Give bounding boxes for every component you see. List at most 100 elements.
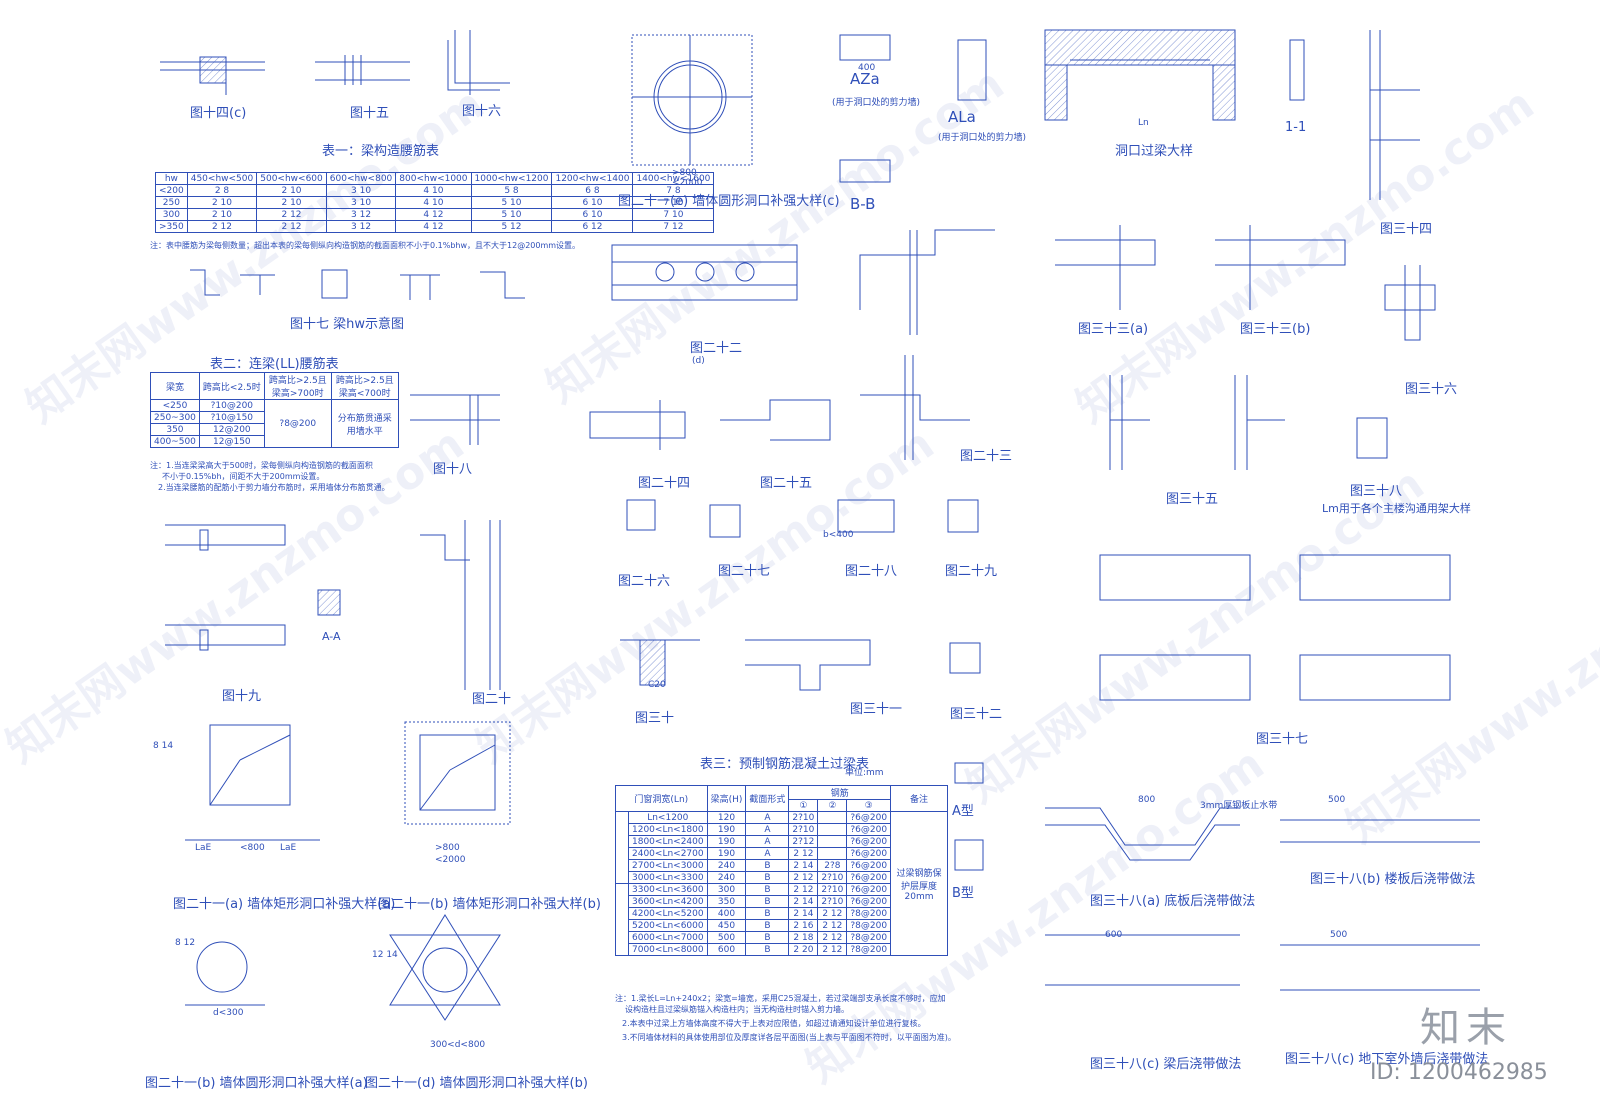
table-cell: B bbox=[745, 907, 790, 920]
table1-col: 450<hw<500 bbox=[186, 172, 258, 185]
table-cell: 190 bbox=[706, 835, 747, 848]
dim-ln: Ln bbox=[1138, 118, 1149, 128]
table-cell: 1200<Ln<1800 bbox=[628, 823, 708, 836]
table3-note: 2.本表中过梁上方墙体高度不得大于上表对应限值，如超过请通知设计单位进行复核。 bbox=[622, 1019, 926, 1028]
table1-corner: hw bbox=[155, 172, 188, 185]
label-ala-note: (用于洞口处的剪力墙) bbox=[938, 133, 1027, 143]
table-cell: ?8@200 bbox=[846, 919, 892, 932]
caption-f32: 图三十二 bbox=[950, 707, 1003, 722]
table-cell: >350 bbox=[155, 220, 188, 233]
label-ala: ALa bbox=[948, 108, 976, 126]
table3-remark: 过梁钢筋保护层厚度20mm bbox=[890, 811, 949, 956]
table-row: >350 2 12 2 12 3 12 4 12 5 12 6 12 7 12 bbox=[155, 220, 715, 233]
dim-800: 800 bbox=[1138, 795, 1156, 805]
table-cell: 2 12 bbox=[817, 907, 848, 920]
table-cell: ?10@150 bbox=[198, 411, 265, 424]
caption-f22: 图二十二 bbox=[690, 341, 743, 356]
table-cell: 6 8 bbox=[551, 184, 634, 197]
caption-f38c2: 图三十八(c) 地下室外墙后浇带做法 bbox=[1285, 1052, 1489, 1067]
dim-phi: 12 14 bbox=[372, 950, 398, 960]
table-cell: ?8@200 bbox=[846, 907, 892, 920]
table-cell: 2 10 bbox=[186, 196, 258, 209]
table-cell: ?8@200 bbox=[846, 943, 892, 956]
table-cell: ?8@200 bbox=[846, 931, 892, 944]
table-cell: 7 10 bbox=[632, 208, 715, 221]
table-cell bbox=[817, 811, 848, 824]
caption-f33a: 图三十三(a) bbox=[1078, 322, 1149, 337]
caption-f15: 图十五 bbox=[350, 106, 390, 121]
caption-f18: 图十八 bbox=[433, 462, 473, 477]
table-cell bbox=[817, 847, 848, 860]
table-cell: 2 10 bbox=[256, 196, 327, 209]
table-cell: <200 bbox=[155, 184, 188, 197]
table-cell: 2 10 bbox=[256, 184, 327, 197]
dim-800: <800 bbox=[240, 843, 265, 853]
caption-f25: 图二十五 bbox=[760, 476, 813, 491]
table-cell: Ln<1200 bbox=[628, 811, 708, 824]
label-steel: 3mm厚钢板止水带 bbox=[1200, 801, 1278, 811]
caption-f17: 图十七 梁hw示意图 bbox=[290, 317, 405, 332]
table-cell: 2 12 bbox=[788, 883, 819, 896]
table-cell: 2 16 bbox=[788, 919, 819, 932]
caption-f14c: 图十四(c) bbox=[190, 106, 247, 121]
table-cell: 4200<Ln<5200 bbox=[628, 907, 708, 920]
label-aza: AZa bbox=[850, 70, 880, 88]
label-a-type: A型 bbox=[952, 804, 974, 819]
table-cell: 4 10 bbox=[395, 196, 472, 209]
table-cell: 5 8 bbox=[470, 184, 553, 197]
table-cell: 5 10 bbox=[470, 208, 553, 221]
table-cell: ?6@200 bbox=[846, 835, 892, 848]
table2-col: 跨高比>2.5且梁高<700时 bbox=[330, 372, 399, 400]
table-cell: 5 12 bbox=[470, 220, 553, 233]
table-cell: 400 bbox=[706, 907, 747, 920]
table-row: 400~500 12@150 bbox=[150, 435, 399, 448]
table-cell: 2 12 bbox=[817, 931, 848, 944]
table-cell: 2?8 bbox=[817, 859, 848, 872]
table-cell: 2 8 bbox=[186, 184, 258, 197]
table-cell: ?6@200 bbox=[846, 823, 892, 836]
caption-f19: 图十九 bbox=[222, 689, 262, 704]
table-cell: 3 12 bbox=[325, 208, 397, 221]
table1-col: 1400<hw<1600 bbox=[632, 172, 715, 185]
table-cell: A bbox=[745, 835, 790, 848]
table-cell: 6 10 bbox=[551, 196, 634, 209]
label-b-type: B型 bbox=[952, 886, 974, 901]
table2-title: 表二：连梁(LL)腰筋表 bbox=[210, 357, 339, 372]
caption-f31: 图三十一 bbox=[850, 702, 903, 717]
dim-phi: 8 12 bbox=[175, 938, 196, 948]
table2-corner: 梁宽 bbox=[150, 372, 200, 400]
table-cell: 2 14 bbox=[788, 907, 819, 920]
table-row: 250 2 10 2 10 3 10 4 10 5 10 6 10 7 10 bbox=[155, 196, 715, 209]
table1-col: 1200<hw<1400 bbox=[551, 172, 634, 185]
caption-f21d: 图二十一(d) 墙体圆形洞口补强大样(b) bbox=[365, 1076, 588, 1091]
dim-phi: 8 14 bbox=[153, 741, 174, 751]
table-cell: ?6@200 bbox=[846, 847, 892, 860]
table-cell: 2?10 bbox=[817, 883, 848, 896]
table-cell: 2 12 bbox=[788, 871, 819, 884]
table-cell: 300 bbox=[155, 208, 188, 221]
dim-600: 600 bbox=[1105, 930, 1123, 940]
table-cell: 2 12 bbox=[256, 220, 327, 233]
table-cell: 4 12 bbox=[395, 208, 472, 221]
table1: hw 450<hw<500 500<hw<600 600<hw<800 800<… bbox=[155, 172, 715, 233]
caption-f28: 图二十八 bbox=[845, 564, 898, 579]
table-cell: 120 bbox=[706, 811, 747, 824]
table-cell bbox=[817, 823, 848, 836]
label-section-1-1: 1-1 bbox=[1285, 120, 1307, 135]
table-cell: 2700<Ln<3000 bbox=[628, 859, 708, 872]
table3-note: 3.不同墙体材料的具体使用部位及厚度详各层平面图(当上表与平面图不符时，以平面图… bbox=[622, 1033, 956, 1042]
table3-unit: 单位:mm bbox=[845, 768, 884, 778]
table-cell bbox=[817, 835, 848, 848]
table1-col: 800<hw<1000 bbox=[395, 172, 472, 185]
table-cell: 2?10 bbox=[817, 895, 848, 908]
table1-col: 500<hw<600 bbox=[256, 172, 327, 185]
table1-note: 注：表中腰筋为梁每侧数量；超出本表的梁每侧纵向构造钢筋的截面面积不小于0.1%b… bbox=[150, 241, 581, 250]
brand-id: ID: 1200462985 bbox=[1370, 1060, 1548, 1085]
table-cell: 2 12 bbox=[788, 847, 819, 860]
